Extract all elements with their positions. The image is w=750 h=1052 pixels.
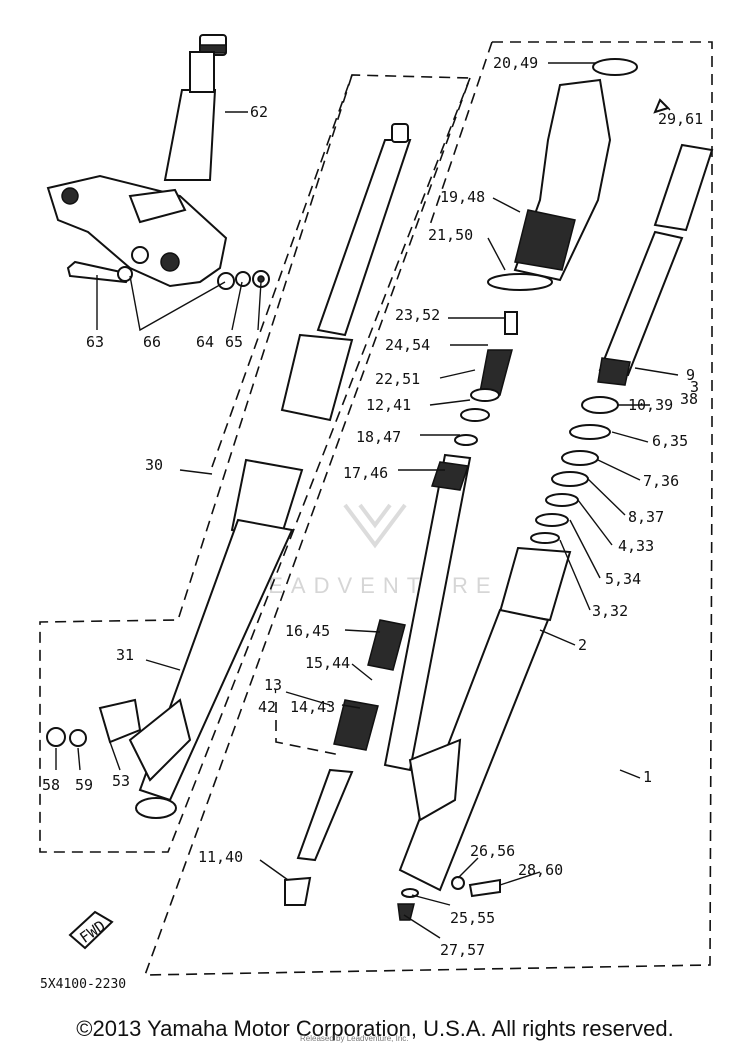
label-65: 65 [225, 333, 243, 351]
watermark-credit: Released by Leadventure, Inc. [300, 1034, 409, 1043]
label-58: 58 [42, 776, 60, 794]
label-29-61: 29,61 [658, 110, 703, 128]
assembly-boundaries [39, 41, 713, 976]
boundary-damper-13 [275, 702, 341, 756]
label-16-45: 16,45 [285, 622, 330, 640]
label-24-54: 24,54 [385, 336, 430, 354]
label-7-36: 7,36 [643, 472, 679, 490]
label-6-35: 6,35 [652, 432, 688, 450]
label-19-48: 19,48 [440, 188, 485, 206]
label-59: 59 [75, 776, 93, 794]
watermark-text: LEADVENTURE [248, 573, 499, 598]
label-25-55: 25,55 [450, 909, 495, 927]
label-12-41: 12,41 [366, 396, 411, 414]
label-30: 30 [145, 456, 163, 474]
label-66: 66 [143, 333, 161, 351]
label-13: 13 [264, 676, 282, 694]
label-2: 2 [578, 636, 587, 654]
label-53: 53 [112, 772, 130, 790]
label-26-56: 26,56 [470, 842, 515, 860]
boundary-fork-30 [39, 74, 471, 853]
outer-tube-column [68, 58, 714, 950]
label-14-43: 14,43 [290, 698, 335, 716]
label-15-44: 15,44 [305, 654, 350, 672]
label-9-38-separator: 3 [690, 378, 699, 396]
boundary-outer-tube-assembly [143, 41, 713, 976]
label-64: 64 [196, 333, 214, 351]
damper-rod [284, 453, 472, 906]
part-labels: 62 63 66 64 65 20,49 29,61 19,48 21,50 2… [40, 54, 703, 992]
label-8-37: 8,37 [628, 508, 664, 526]
label-63: 63 [86, 333, 104, 351]
drawing-code: 5X4100-2230 [40, 977, 126, 992]
label-27-57: 27,57 [440, 941, 485, 959]
label-17-46: 17,46 [343, 464, 388, 482]
label-11-40: 11,40 [198, 848, 243, 866]
label-3-32: 3,32 [592, 602, 628, 620]
label-13-42-separator: ' [271, 686, 280, 704]
label-18-47: 18,47 [356, 428, 401, 446]
boundary-boot-column [429, 41, 493, 226]
copyright-notice: ©2013 Yamaha Motor Corporation, U.S.A. A… [76, 1016, 674, 1041]
label-5-34: 5,34 [605, 570, 641, 588]
leader-lines [55, 62, 679, 939]
label-1: 1 [643, 768, 652, 786]
label-4-33: 4,33 [618, 537, 654, 555]
steering-stem-assembly [46, 34, 270, 290]
label-42: 42 [258, 698, 276, 716]
label-10-39: 10,39 [628, 396, 673, 414]
label-21-50: 21,50 [428, 226, 473, 244]
label-28-60: 28,60 [518, 861, 563, 879]
label-62: 62 [250, 103, 268, 121]
label-22-51: 22,51 [375, 370, 420, 388]
label-20-49: 20,49 [493, 54, 538, 72]
label-38: 38 [680, 390, 698, 408]
label-31: 31 [116, 646, 134, 664]
inner-fork-tube [46, 123, 412, 819]
label-23-52: 23,52 [395, 306, 440, 324]
label-9: 9 [686, 366, 695, 384]
